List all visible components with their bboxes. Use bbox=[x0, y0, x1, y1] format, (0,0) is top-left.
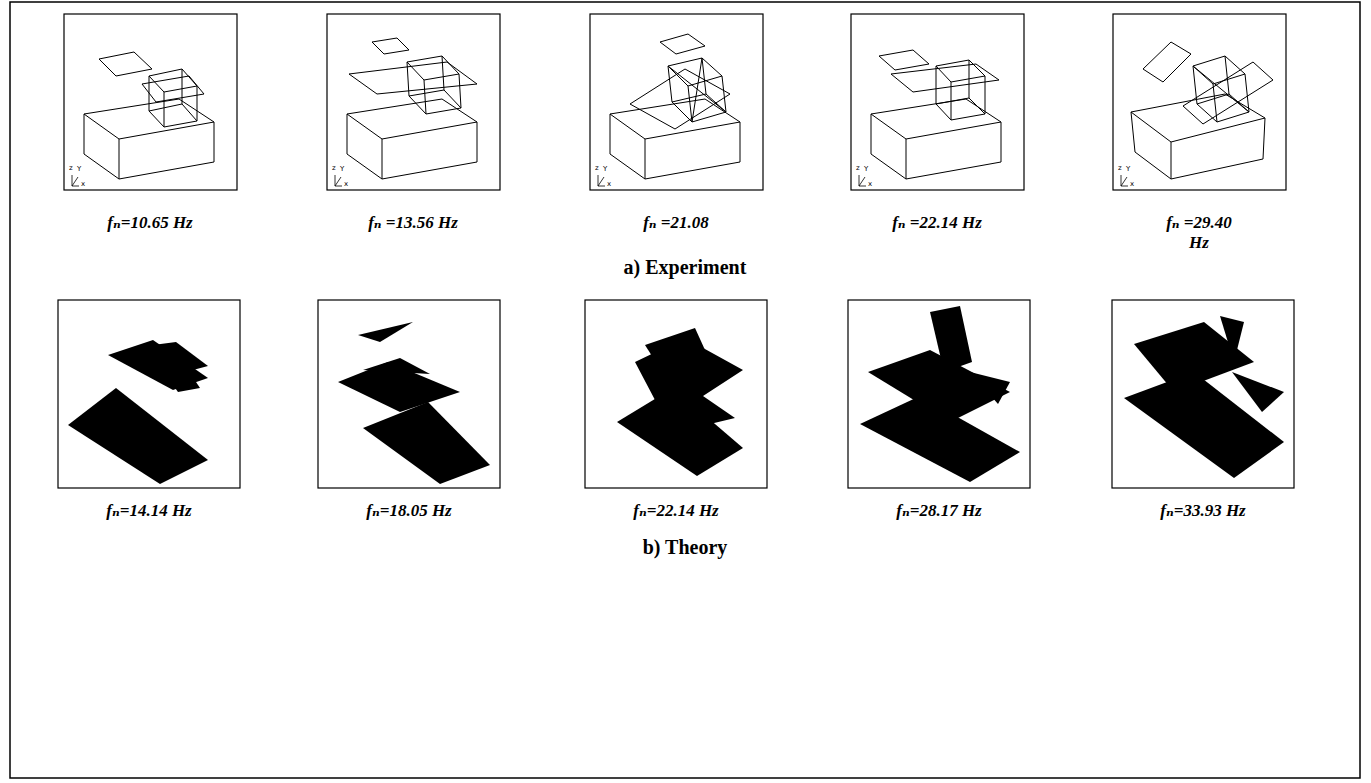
axis-letter: x bbox=[81, 180, 85, 188]
axis-letter: z bbox=[332, 164, 336, 172]
axis-letter: z bbox=[856, 164, 860, 172]
axis-letter: x bbox=[344, 180, 348, 188]
frequency-label: fₙ=18.05 Hz bbox=[366, 500, 451, 521]
frequency-label: fₙ=22.14 Hz bbox=[633, 500, 718, 521]
axis-letter: x bbox=[868, 180, 872, 188]
frequency-label: fₙ=28.17 Hz bbox=[896, 500, 981, 521]
axis-letter: Y bbox=[864, 165, 868, 173]
axis-letter: Y bbox=[340, 165, 344, 173]
axis-letter: z bbox=[595, 164, 599, 172]
axis-letter: Y bbox=[1126, 165, 1130, 173]
axis-letter: Y bbox=[77, 165, 81, 173]
axis-letter: x bbox=[607, 180, 611, 188]
axis-letter: z bbox=[69, 164, 73, 172]
frequency-label: fₙ=14.14 Hz bbox=[106, 500, 191, 521]
frequency-label: fₙ =21.08 bbox=[643, 212, 709, 233]
panel-caption: b) Theory bbox=[643, 536, 728, 559]
frequency-label: fₙ=33.93 Hz bbox=[1160, 500, 1245, 521]
frequency-label: fₙ=10.65 Hz bbox=[107, 212, 192, 233]
axis-letter: Y bbox=[603, 165, 607, 173]
frequency-label: fₙ =29.40 Hz bbox=[1159, 212, 1239, 253]
panel-caption: a) Experiment bbox=[624, 256, 747, 279]
axis-letter: z bbox=[1118, 164, 1122, 172]
frequency-label: fₙ =13.56 Hz bbox=[368, 212, 458, 233]
axis-letter: x bbox=[1130, 180, 1134, 188]
frequency-label: fₙ =22.14 Hz bbox=[892, 212, 982, 233]
